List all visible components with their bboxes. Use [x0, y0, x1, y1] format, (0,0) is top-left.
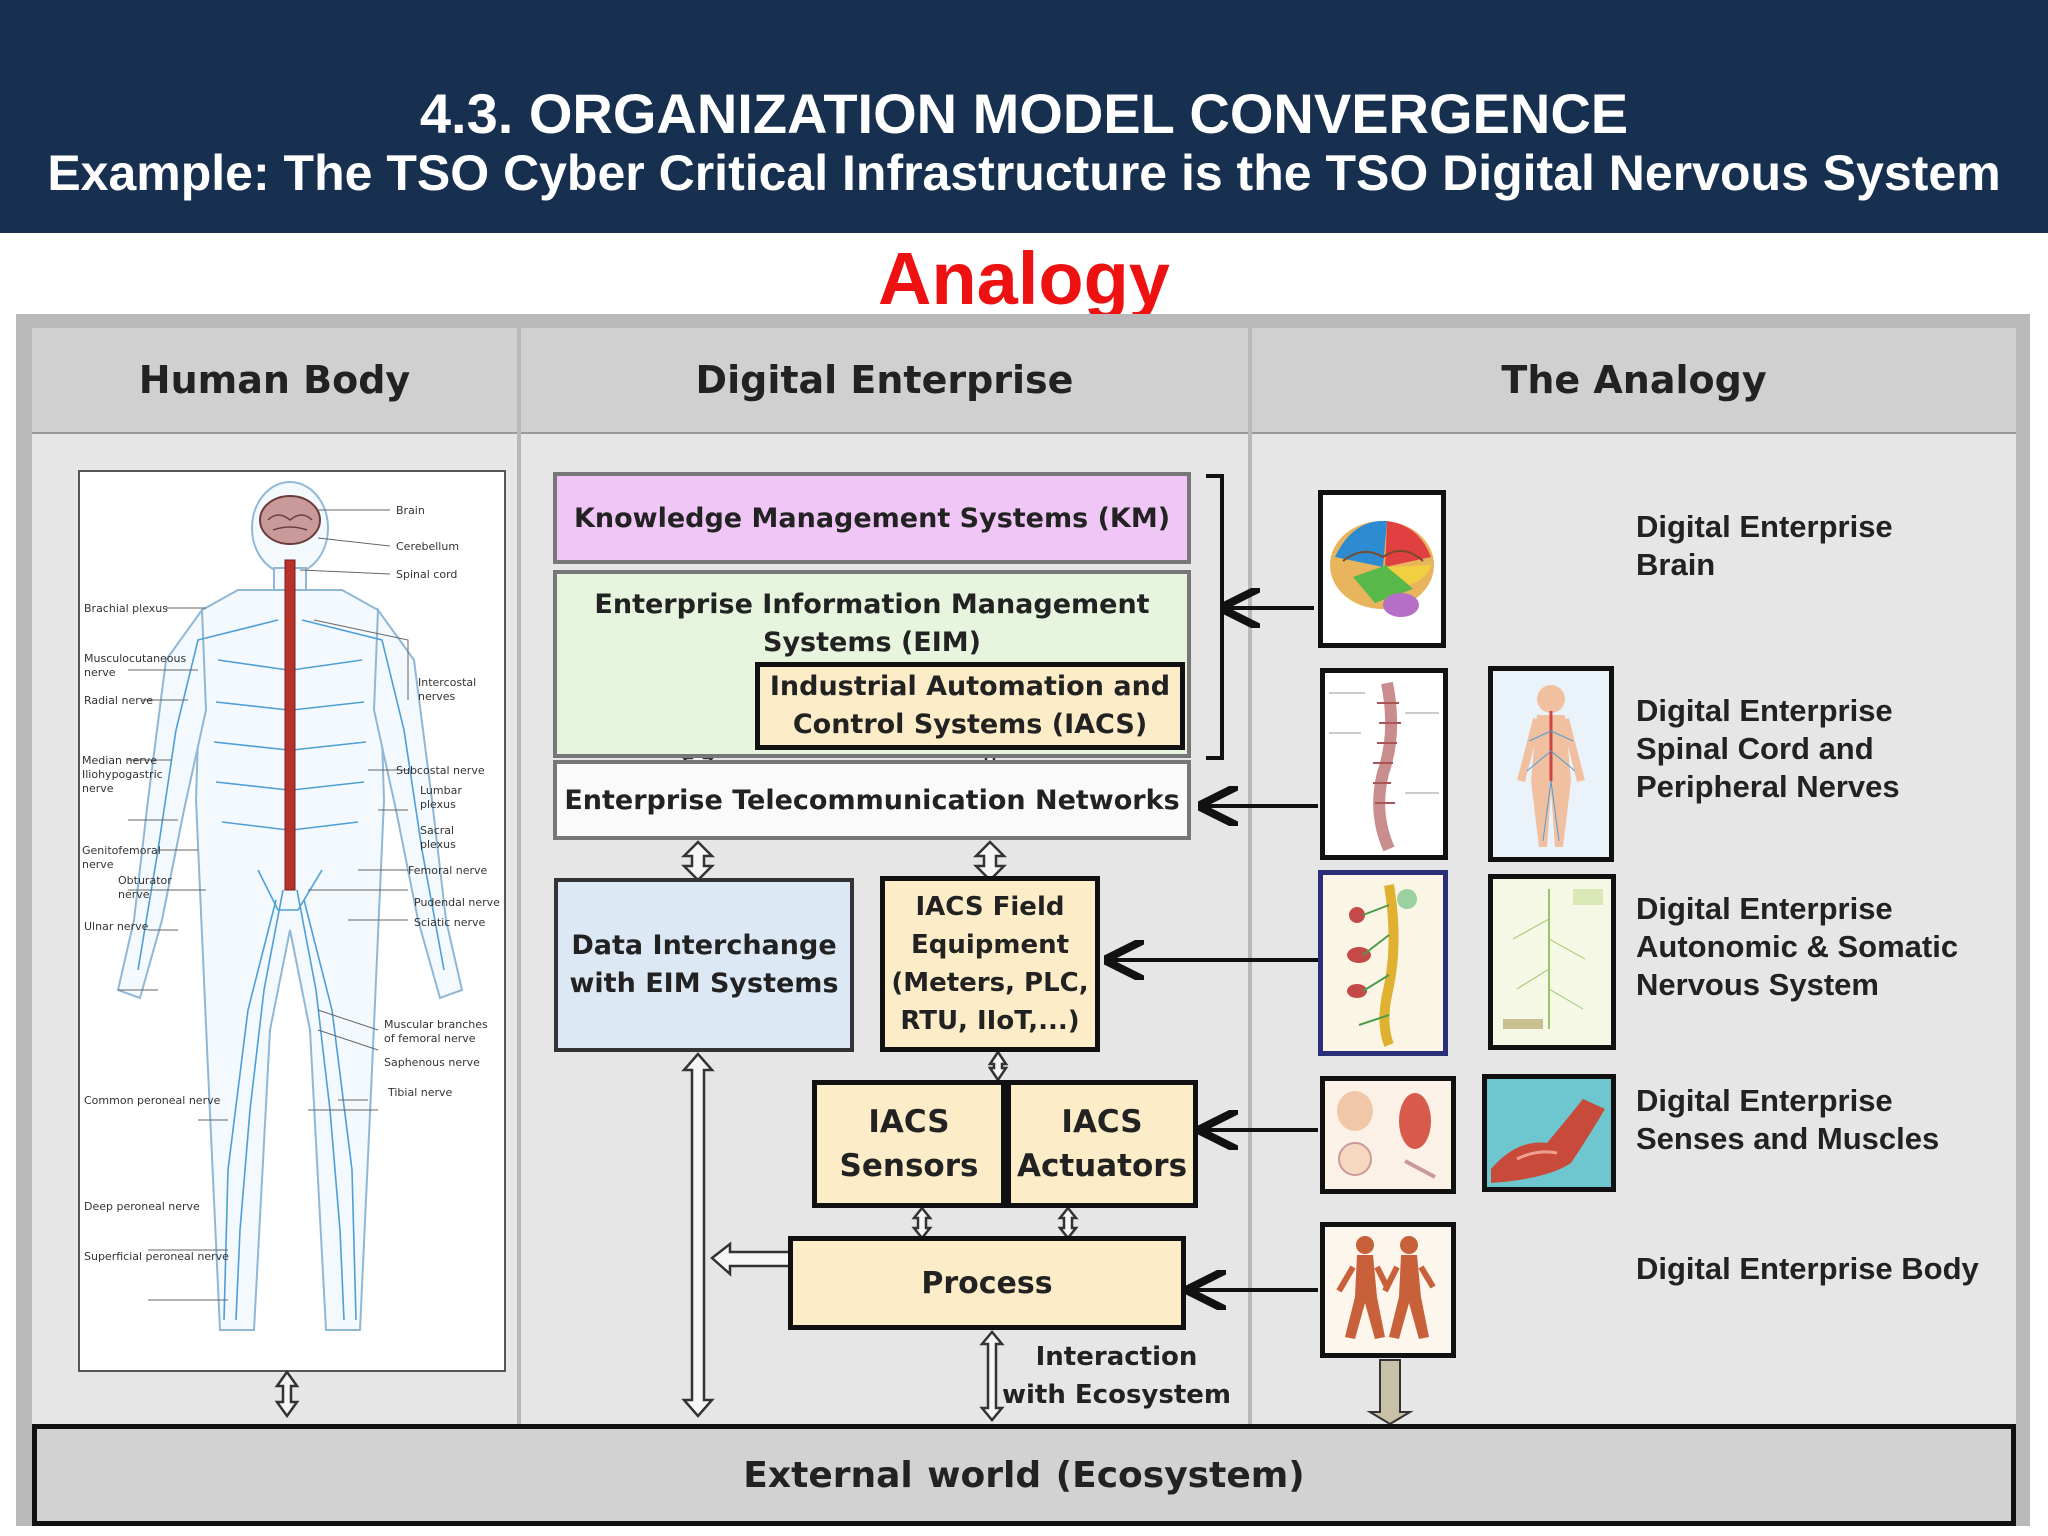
anatomy-label-iliohypogastric: Iliohypogastric: [82, 768, 163, 781]
analogy-label-senses-muscles: Digital Enterprise Senses and Muscles: [1636, 1083, 1940, 1156]
anatomy-label-pudendal: Pudendal nerve: [414, 896, 500, 909]
autonomic-nervous-image: [1318, 870, 1448, 1056]
somatic-nervous-image: [1488, 874, 1616, 1050]
anatomy-label-intercostal-2: nerves: [418, 690, 456, 703]
anatomy-label-genitofemoral-2: nerve: [82, 858, 114, 871]
anatomy-label-musculocutaneous-2: nerve: [84, 666, 116, 679]
analogy-label-brain: Digital Enterprise Brain: [1636, 509, 1893, 582]
senses-image: [1320, 1076, 1456, 1194]
muscles-image: [1482, 1074, 1616, 1192]
anatomy-label-ulnar: Ulnar nerve: [84, 920, 149, 933]
external-world-bar: External world (Ecosystem): [32, 1424, 2016, 1526]
interaction-label: Interaction with Ecosystem: [1002, 1342, 1232, 1410]
anatomy-label-lumbar-2: plexus: [420, 798, 456, 811]
anatomy-label-femoral: Femoral nerve: [408, 864, 488, 877]
data-interchange-box: Data Interchange with EIM Systems: [554, 878, 854, 1052]
analogy-label-nervous-system: Digital Enterprise Autonomic & Somatic N…: [1636, 891, 1959, 1002]
anatomy-label-sacral: Sacral: [420, 824, 454, 837]
anatomy-label-muscular-branches: Muscular branches: [384, 1018, 488, 1031]
brain-image: [1318, 490, 1446, 648]
anatomy-label-tibial: Tibial nerve: [387, 1086, 453, 1099]
anatomy-label-obturator: Obturator: [118, 874, 172, 887]
anatomy-label-saphenous: Saphenous nerve: [384, 1056, 480, 1069]
slide-subtitle: Example: The TSO Cyber Critical Infrastr…: [47, 145, 2001, 201]
peripheral-nerves-image: [1488, 666, 1614, 862]
spinal-cord-image: [1320, 668, 1448, 860]
anatomy-label-median: Median nerve: [82, 754, 157, 767]
iacs-box: Industrial Automation and Control System…: [755, 662, 1185, 750]
iacs-field-equipment-box: IACS Field Equipment (Meters, PLC, RTU, …: [880, 876, 1100, 1052]
analogy-label-body: Digital Enterprise Body: [1636, 1251, 1979, 1286]
iacs-sensors-box: IACS Sensors: [812, 1080, 1006, 1208]
anatomy-label-iliohypogastric-2: nerve: [82, 782, 114, 795]
telecom-networks-box: Enterprise Telecommunication Networks: [553, 760, 1191, 840]
anatomy-label-genitofemoral: Genitofemoral: [82, 844, 161, 857]
anatomy-label-lumbar: Lumbar: [420, 784, 462, 797]
anatomy-label-superficial-peroneal: Superficial peroneal nerve: [84, 1250, 229, 1263]
km-systems-box: Knowledge Management Systems (KM): [553, 472, 1191, 564]
iacs-actuators-box: IACS Actuators: [1006, 1080, 1198, 1208]
anatomy-label-common-peroneal: Common peroneal nerve: [84, 1094, 221, 1107]
title-banner: 4.3. ORGANIZATION MODEL CONVERGENCE Exam…: [0, 0, 2048, 233]
body-image: [1320, 1222, 1456, 1358]
anatomy-label-muscular-branches-2: of femoral nerve: [384, 1032, 476, 1045]
anatomy-label-deep-peroneal: Deep peroneal nerve: [84, 1200, 200, 1213]
anatomy-label-obturator-2: nerve: [118, 888, 150, 901]
column-header-digital-enterprise: Digital Enterprise: [521, 328, 1248, 434]
analogy-label-spinal-cord: Digital Enterprise Spinal Cord and Perip…: [1636, 693, 1900, 804]
anatomy-label-radial: Radial nerve: [84, 694, 153, 707]
anatomy-label-brain: Brain: [396, 504, 425, 517]
anatomy-label-sciatic: Sciatic nerve: [414, 916, 486, 929]
slide-title: 4.3. ORGANIZATION MODEL CONVERGENCE: [419, 82, 1629, 145]
process-box: Process: [788, 1236, 1186, 1330]
anatomy-label-sacral-2: plexus: [420, 838, 456, 851]
column-header-human-body: Human Body: [32, 328, 517, 434]
anatomy-label-intercostal: Intercostal: [418, 676, 476, 689]
nervous-system-illustration: Brain Cerebellum Spinal cord Brachial pl…: [78, 470, 506, 1372]
anatomy-label-brachial-plexus: Brachial plexus: [84, 602, 168, 615]
column-header-the-analogy: The Analogy: [1252, 328, 2016, 434]
anatomy-label-musculocutaneous: Musculocutaneous: [84, 652, 187, 665]
analogy-title: Analogy: [878, 237, 1170, 320]
anatomy-label-spinal-cord: Spinal cord: [396, 568, 457, 581]
anatomy-label-subcostal: Subcostal nerve: [396, 764, 485, 777]
anatomy-label-cerebellum: Cerebellum: [396, 540, 459, 553]
